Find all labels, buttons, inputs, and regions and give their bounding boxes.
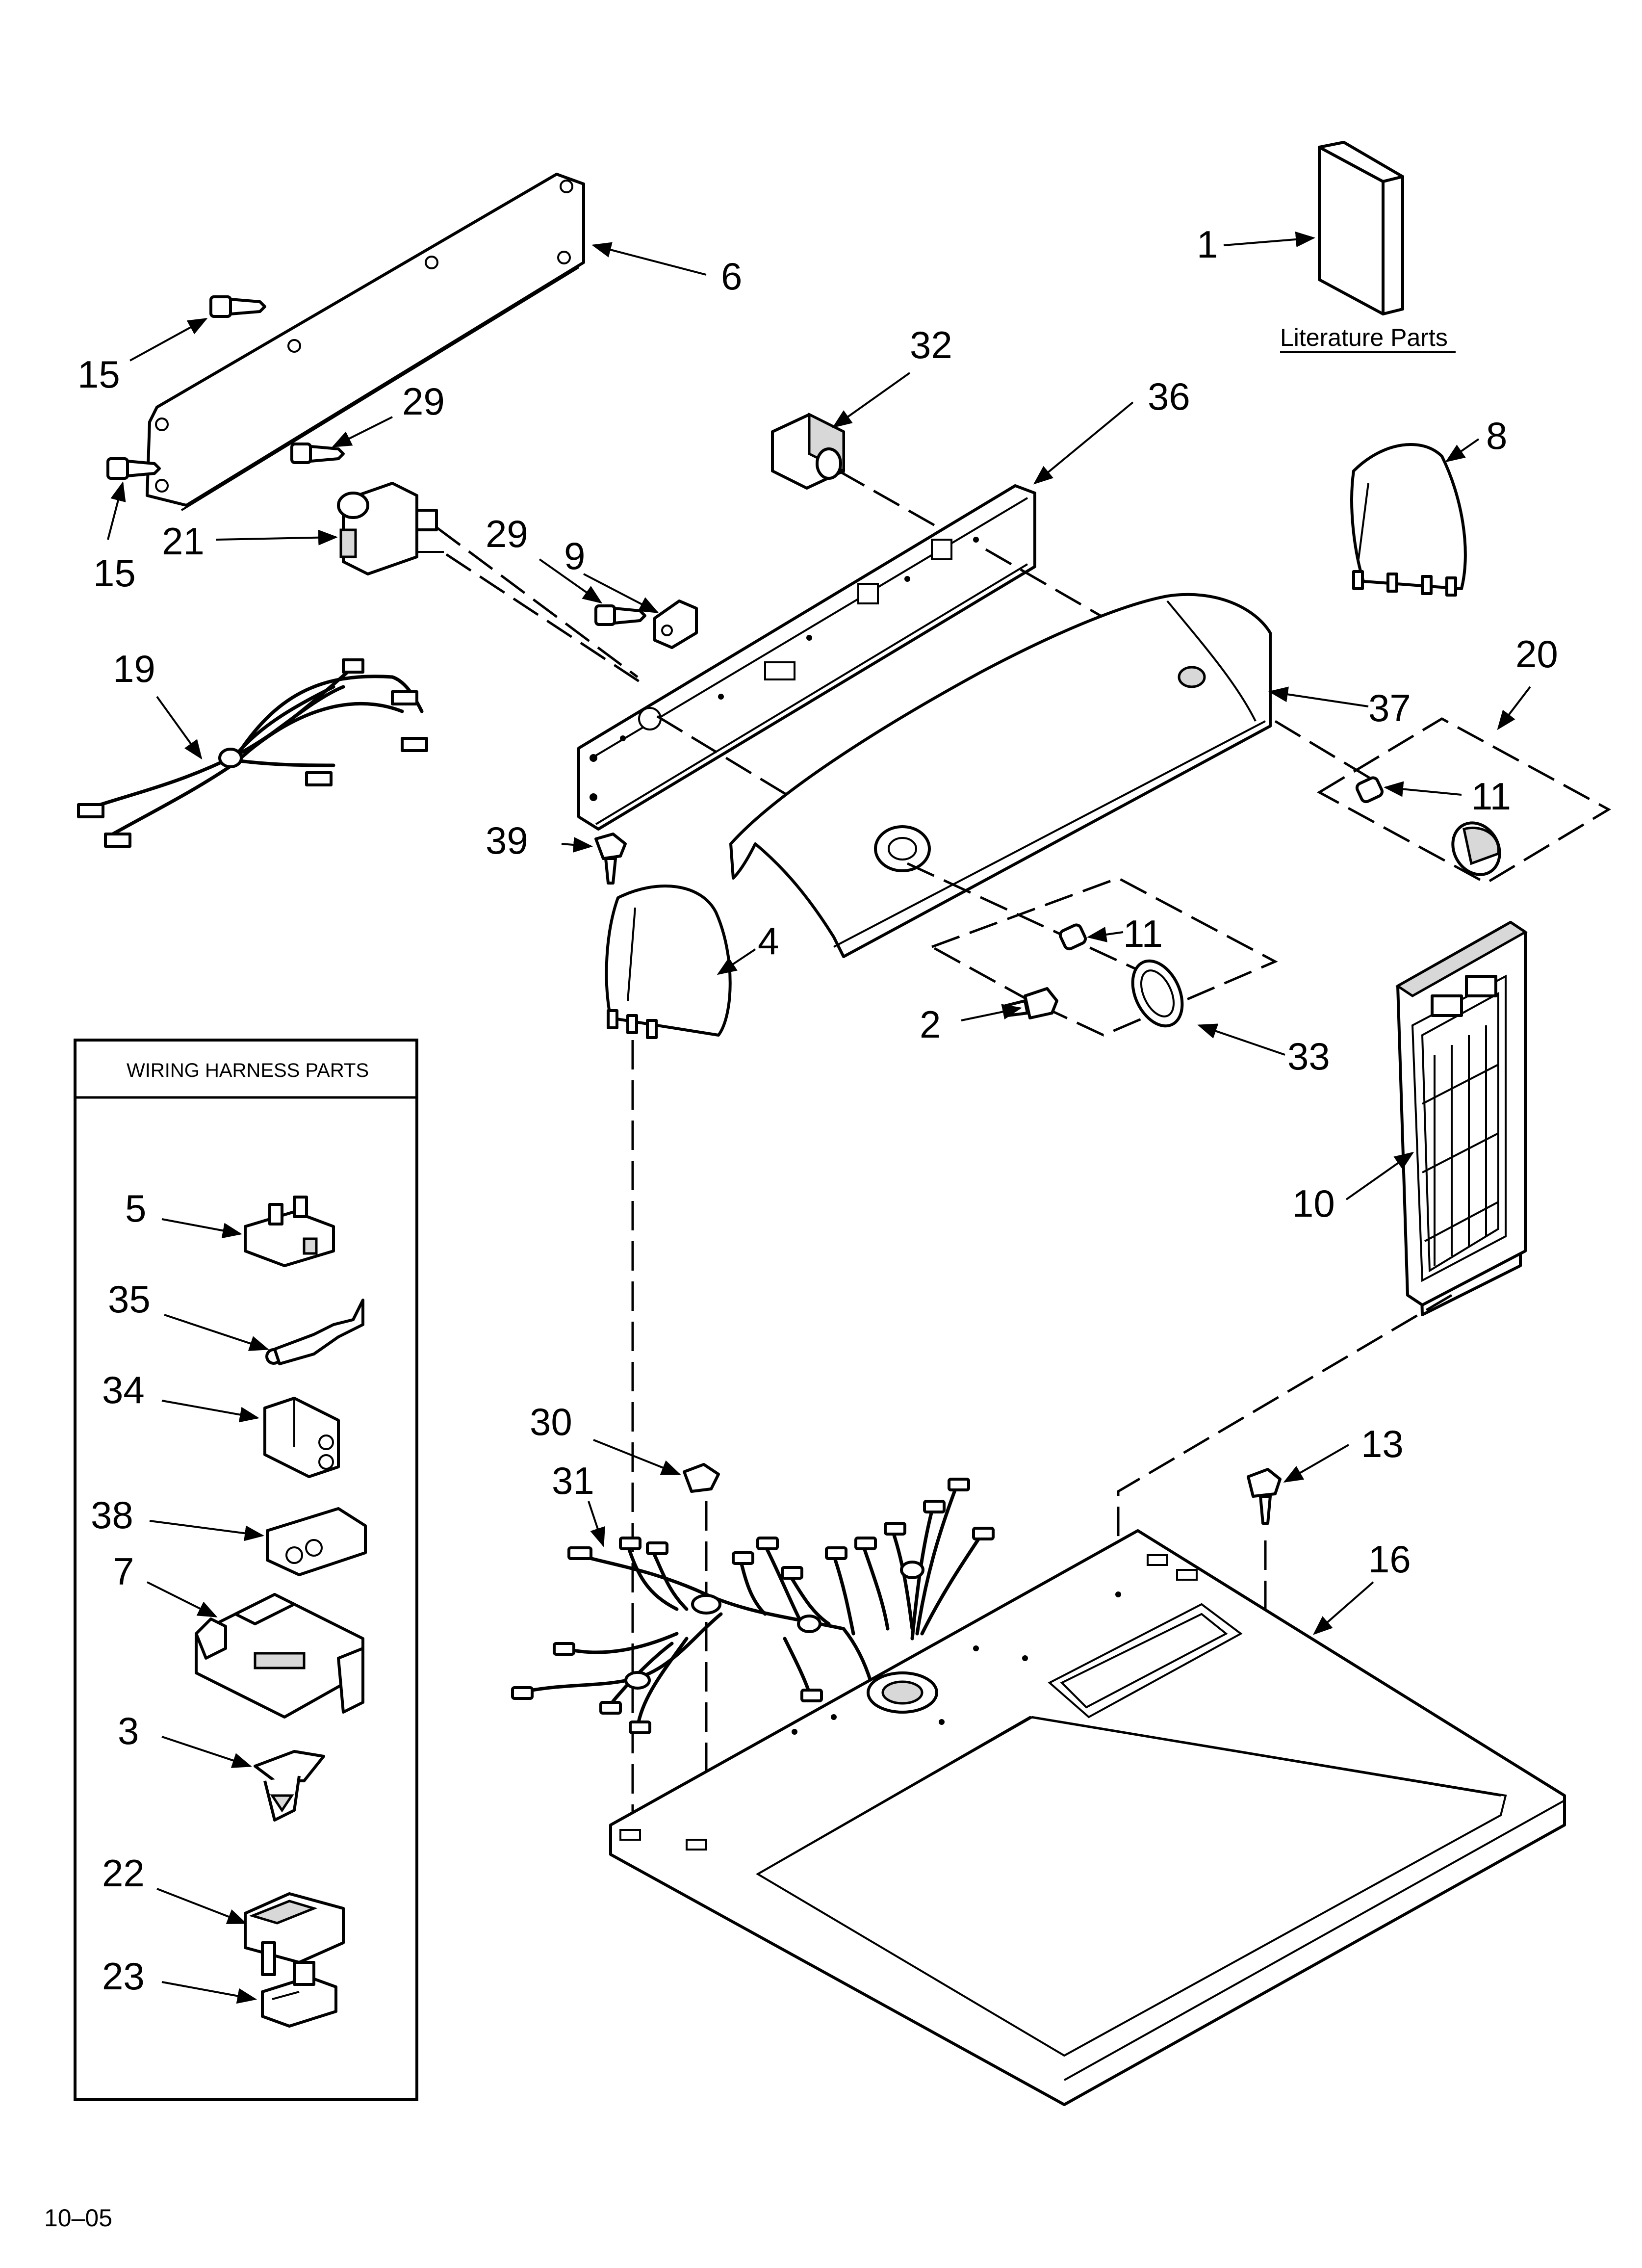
callout-11-right: 11	[1471, 775, 1511, 818]
main-wire-harness-31	[511, 1478, 995, 1734]
connector-34	[263, 1397, 340, 1478]
callout-34: 34	[102, 1368, 145, 1411]
callout-33: 33	[1287, 1035, 1330, 1078]
screw-39	[594, 833, 627, 885]
wire-harness-19	[77, 658, 428, 848]
wiring-box-title: WIRING HARNESS PARTS	[127, 1060, 369, 1081]
callout-7: 7	[113, 1550, 134, 1593]
callout-32: 32	[910, 323, 952, 366]
callout-39: 39	[486, 819, 528, 862]
callout-6: 6	[721, 255, 742, 298]
callout-4: 4	[758, 919, 779, 963]
control-32	[771, 412, 845, 490]
literature-parts-label: Literature Parts	[1280, 324, 1448, 351]
callout-15-lower: 15	[93, 551, 136, 595]
knob-clip-11-center	[1058, 923, 1087, 951]
callout-36: 36	[1148, 375, 1190, 418]
callout-19: 19	[113, 647, 155, 690]
footer-code: 10–05	[44, 2204, 112, 2232]
callout-3: 3	[118, 1709, 139, 1752]
end-cap-right	[1350, 443, 1467, 597]
screw-15-lower	[106, 457, 161, 480]
callout-8: 8	[1486, 414, 1507, 457]
callout-10: 10	[1292, 1182, 1335, 1225]
screw-15-upper	[209, 295, 266, 318]
literature-booklet	[1318, 141, 1404, 315]
screw-13	[1247, 1468, 1282, 1525]
callout-29-upper: 29	[402, 380, 445, 423]
callout-29-lower: 29	[486, 512, 528, 555]
console-frame	[577, 484, 1036, 831]
connector-block-7	[195, 1593, 364, 1719]
wiring-harness-parts-box	[74, 1039, 418, 2101]
callout-23: 23	[102, 1955, 145, 1998]
dryer-top-panel	[609, 1529, 1566, 2106]
callout-11-center: 11	[1123, 912, 1163, 955]
screw-29-lower	[594, 604, 646, 626]
screw-29-upper	[290, 443, 345, 464]
callout-35: 35	[108, 1277, 151, 1321]
console-cover	[729, 593, 1272, 958]
callout-13: 13	[1361, 1422, 1404, 1465]
connector-38	[266, 1507, 367, 1576]
connector-23	[261, 1961, 337, 2028]
knob-20	[1451, 821, 1501, 876]
callout-20: 20	[1515, 632, 1558, 676]
callout-1: 1	[1197, 223, 1218, 266]
callout-16: 16	[1368, 1538, 1411, 1581]
callout-2: 2	[920, 1003, 941, 1046]
connector-5	[244, 1196, 335, 1267]
callout-9: 9	[564, 534, 585, 577]
callout-31: 31	[552, 1459, 594, 1502]
clip-3	[254, 1750, 325, 1822]
end-cap-left	[605, 885, 732, 1039]
callout-30: 30	[530, 1400, 572, 1443]
lint-screen	[1395, 921, 1528, 1316]
callout-15-upper: 15	[77, 353, 120, 396]
knob-33	[1131, 959, 1184, 1028]
timer-switch	[337, 482, 444, 575]
terminal-35	[265, 1299, 364, 1365]
callout-5: 5	[125, 1187, 146, 1230]
callout-37: 37	[1368, 686, 1411, 730]
harness-clip-30	[683, 1463, 720, 1493]
callout-21: 21	[162, 520, 205, 563]
callout-22: 22	[102, 1851, 145, 1895]
bracket-9	[653, 600, 698, 649]
connector-22	[244, 1892, 345, 1976]
callout-38: 38	[91, 1493, 133, 1537]
rear-console-panel	[146, 173, 585, 511]
knob-clip-11-right	[1355, 776, 1384, 804]
